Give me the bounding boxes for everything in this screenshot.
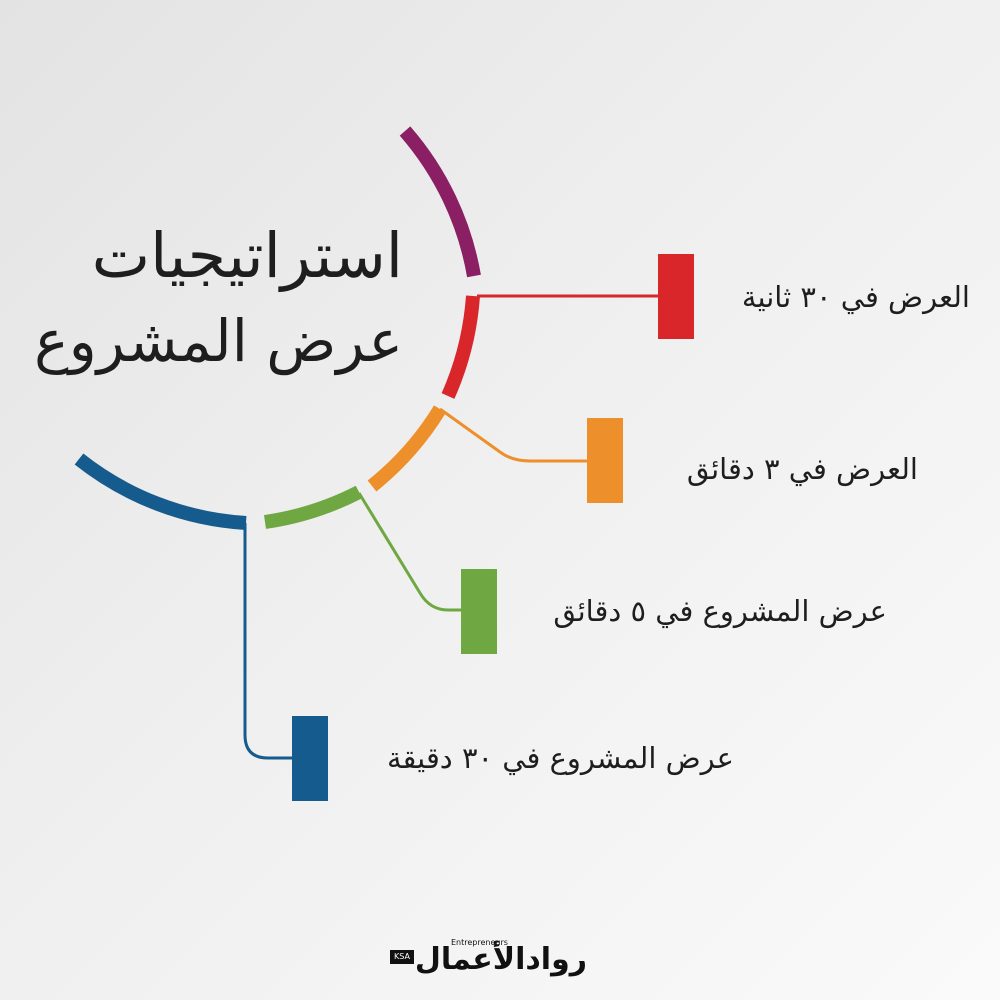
connector-line-4 <box>243 523 295 760</box>
marker-bar-4 <box>292 716 328 801</box>
marker-bar-3 <box>461 569 497 654</box>
strategy-label-3-minutes: العرض في ٣ دقائق <box>686 452 918 486</box>
marker-bar-2 <box>587 418 623 503</box>
marker-bar-1 <box>658 254 694 339</box>
arc-segment-orange <box>367 405 446 492</box>
arc-segment-blue <box>74 453 247 530</box>
logo-text: روادالأعمال <box>414 942 587 977</box>
arc-segment-red <box>441 295 480 399</box>
strategy-label-30-minutes: عرض المشروع في ٣٠ دقيقة <box>386 741 734 775</box>
title-line-1: استراتيجيات <box>91 219 403 292</box>
logo-badge: KSA <box>390 950 414 964</box>
connector-line-3 <box>357 492 465 612</box>
arc-segment-green <box>263 485 363 529</box>
title-line-2: عرض المشروع <box>34 307 403 375</box>
arc-segment-purple <box>399 126 481 278</box>
connector-line-2 <box>439 407 590 463</box>
strategy-label-30-seconds: العرض في ٣٠ ثانية <box>741 280 970 314</box>
brand-logo: KSA Entrepreneurs روادالأعمال <box>385 938 615 984</box>
strategy-label-5-minutes: عرض المشروع في ٥ دقائق <box>553 594 887 628</box>
logo-subtext: Entrepreneurs <box>451 938 508 947</box>
